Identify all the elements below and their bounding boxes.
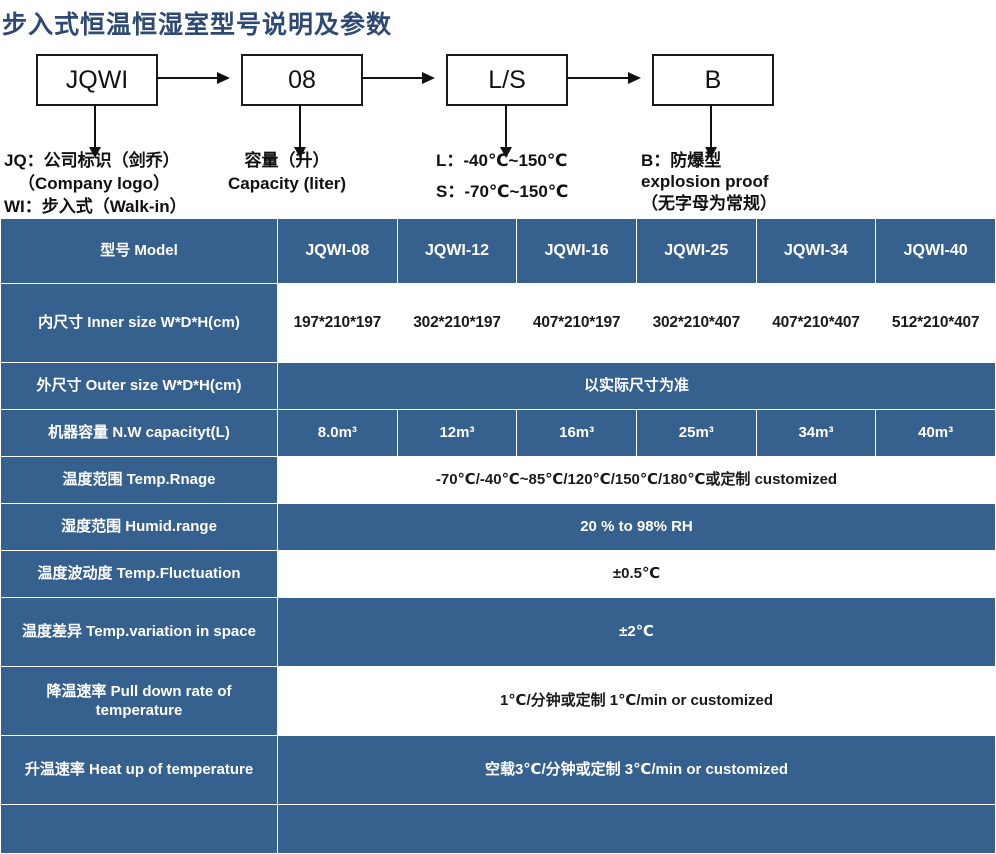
arrow-down-icon-3 xyxy=(500,104,512,158)
row-label-temp-fluctuation: 温度波动度 Temp.Fluctuation xyxy=(1,551,277,597)
table-row-humid-range: 湿度范围 Humid.range 20 % to 98% RH xyxy=(1,504,995,550)
row-label-humid-range: 湿度范围 Humid.range xyxy=(1,504,277,550)
cell-temp-variation-merged: ±2℃ xyxy=(278,598,995,666)
row-label-inner-size: 内尺寸 Inner size W*D*H(cm) xyxy=(1,284,277,362)
note-line: WI：步入式（Walk-in） xyxy=(4,196,187,216)
table-row-temp-range: 温度范围 Temp.Rnage -70℃/-40℃~85℃/120℃/150℃/… xyxy=(1,457,995,503)
row-label-outer-size: 外尺寸 Outer size W*D*H(cm) xyxy=(1,363,277,409)
table-header-model-5: JQWI-40 xyxy=(876,219,995,283)
arrow-down-icon-1 xyxy=(89,104,101,158)
cell-cut-off-merged xyxy=(278,805,995,853)
cell-nw-capacity-0: 8.0m³ xyxy=(278,410,397,456)
row-label-pull-down-rate: 降温速率 Pull down rate of temperature xyxy=(1,667,277,735)
note-line: explosion proof xyxy=(641,172,769,192)
cell-inner-size-3: 302*210*407 xyxy=(636,284,756,362)
diagram-note-temprange: L：-40℃~150℃ S：-70℃~150℃ xyxy=(436,150,568,212)
row-label-temp-range: 温度范围 Temp.Rnage xyxy=(1,457,277,503)
diagram-box-capacity: 08 xyxy=(241,54,363,106)
diagram-box-jqwi: JQWI xyxy=(36,54,158,106)
note-line: B：防爆型 xyxy=(641,151,722,170)
cell-inner-size-5: 512*210*407 xyxy=(876,284,995,362)
cell-outer-size-merged: 以实际尺寸为准 xyxy=(278,363,995,409)
diagram-box-explosionproof: B xyxy=(652,54,774,106)
note-line: （无字母为常规） xyxy=(641,193,777,213)
specification-table: 型号 Model JQWI-08 JQWI-12 JQWI-16 JQWI-25… xyxy=(0,218,996,854)
cell-heat-up-rate-merged: 空载3℃/分钟或定制 3℃/min or customized xyxy=(278,736,995,804)
arrow-right-icon-3 xyxy=(567,72,641,84)
table-row-nw-capacity: 机器容量 N.W capacityt(L) 8.0m³ 12m³ 16m³ 25… xyxy=(1,410,995,456)
diagram-box-temprange: L/S xyxy=(446,54,568,106)
table-header-label: 型号 Model xyxy=(1,219,277,283)
page-title: 步入式恒温恒湿室型号说明及参数 xyxy=(2,11,393,39)
page-root: 步入式恒温恒湿室型号说明及参数 JQWI 08 L/S B JQ：公司标识（剑乔… xyxy=(0,11,996,854)
arrow-down-icon-2 xyxy=(294,104,306,158)
table-header-model-1: JQWI-12 xyxy=(397,219,517,283)
cell-humid-range-merged: 20 % to 98% RH xyxy=(278,504,995,550)
row-label-nw-capacity: 机器容量 N.W capacityt(L) xyxy=(1,410,277,456)
row-label-cut-off xyxy=(1,805,277,853)
table-row-temp-variation: 温度差异 Temp.variation in space ±2℃ xyxy=(1,598,995,666)
row-label-heat-up-rate: 升温速率 Heat up of temperature xyxy=(1,736,277,804)
table-row-outer-size: 外尺寸 Outer size W*D*H(cm) 以实际尺寸为准 xyxy=(1,363,995,409)
table-body: 型号 Model JQWI-08 JQWI-12 JQWI-16 JQWI-25… xyxy=(1,219,995,853)
table-header-model-3: JQWI-25 xyxy=(636,219,756,283)
cell-nw-capacity-4: 34m³ xyxy=(756,410,876,456)
cell-nw-capacity-2: 16m³ xyxy=(517,410,636,456)
cell-pull-down-rate-merged: 1℃/分钟或定制 1℃/min or customized xyxy=(278,667,995,735)
note-line: JQ：公司标识（剑乔） xyxy=(4,151,180,170)
table-header-model-4: JQWI-34 xyxy=(756,219,876,283)
table-row-cut-off xyxy=(1,805,995,853)
table-header-model-0: JQWI-08 xyxy=(278,219,397,283)
table-header-model-2: JQWI-16 xyxy=(517,219,636,283)
diagram-note-capacity: 容量（升） Capacity (liter) xyxy=(228,150,346,196)
row-label-temp-variation: 温度差异 Temp.variation in space xyxy=(1,598,277,666)
cell-nw-capacity-3: 25m³ xyxy=(636,410,756,456)
note-line: （Company logo） xyxy=(18,173,171,193)
diagram-note-jqwi: JQ：公司标识（剑乔） （Company logo） WI：步入式（Walk-i… xyxy=(4,150,187,219)
note-line: Capacity (liter) xyxy=(228,173,347,193)
cell-inner-size-0: 197*210*197 xyxy=(278,284,397,362)
arrow-right-icon-2 xyxy=(361,72,435,84)
cell-nw-capacity-5: 40m³ xyxy=(876,410,995,456)
cell-temp-fluctuation-merged: ±0.5℃ xyxy=(278,551,995,597)
table-row-pull-down-rate: 降温速率 Pull down rate of temperature 1℃/分钟… xyxy=(1,667,995,735)
cell-nw-capacity-1: 12m³ xyxy=(397,410,517,456)
note-line: S：-70℃~150℃ xyxy=(436,181,569,201)
model-code-diagram: JQWI 08 L/S B JQ：公司标识（剑乔） （Company logo）… xyxy=(0,46,996,218)
arrow-right-icon-1 xyxy=(156,72,230,84)
table-row-inner-size: 内尺寸 Inner size W*D*H(cm) 197*210*197 302… xyxy=(1,284,995,362)
table-header-row: 型号 Model JQWI-08 JQWI-12 JQWI-16 JQWI-25… xyxy=(1,219,995,283)
cell-inner-size-4: 407*210*407 xyxy=(756,284,876,362)
cell-inner-size-2: 407*210*197 xyxy=(517,284,636,362)
table-row-heat-up-rate: 升温速率 Heat up of temperature 空载3℃/分钟或定制 3… xyxy=(1,736,995,804)
cell-inner-size-1: 302*210*197 xyxy=(397,284,517,362)
note-line: 容量（升） xyxy=(244,151,330,170)
table-row-temp-fluctuation: 温度波动度 Temp.Fluctuation ±0.5℃ xyxy=(1,551,995,597)
diagram-note-explosionproof: B：防爆型 explosion proof （无字母为常规） xyxy=(641,150,777,214)
cell-temp-range-merged: -70℃/-40℃~85℃/120℃/150℃/180℃或定制 customiz… xyxy=(278,457,995,503)
arrow-down-icon-4 xyxy=(705,104,717,158)
note-line: L：-40℃~150℃ xyxy=(436,151,568,170)
